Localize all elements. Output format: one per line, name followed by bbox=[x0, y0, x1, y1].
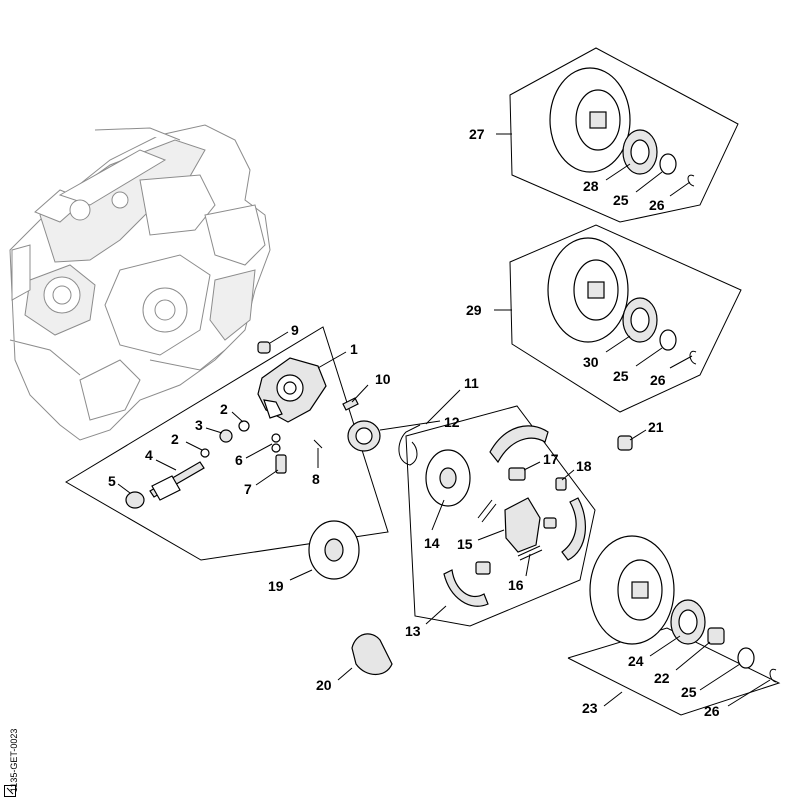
washer-14 bbox=[425, 449, 471, 507]
e-clip-26-mid bbox=[689, 350, 697, 365]
seal-2-upper bbox=[238, 420, 250, 432]
callout-11: 11 bbox=[464, 375, 479, 391]
washer-25-bottom bbox=[737, 647, 755, 669]
callout-28: 28 bbox=[583, 178, 599, 194]
part-17 bbox=[508, 467, 526, 481]
clutch-carrier-15 bbox=[504, 497, 541, 553]
callout-29: 29 bbox=[466, 302, 482, 318]
callout-25c: 25 bbox=[681, 684, 697, 700]
callout-1: 1 bbox=[350, 341, 358, 357]
washer-25-mid bbox=[659, 329, 677, 351]
callout-5: 5 bbox=[108, 473, 116, 489]
assembly-outline-sprocket-27 bbox=[509, 47, 739, 223]
leader-lines bbox=[117, 133, 771, 707]
spacer-12 bbox=[347, 420, 381, 452]
needle-cage-22 bbox=[707, 627, 725, 645]
o-ring-6a bbox=[271, 433, 281, 443]
callout-6: 6 bbox=[235, 452, 243, 468]
clutch-shoe-13-right bbox=[561, 497, 586, 561]
callout-25a: 25 bbox=[613, 192, 629, 208]
e-clip-26-top bbox=[687, 174, 695, 187]
callout-15: 15 bbox=[457, 536, 473, 552]
callout-19: 19 bbox=[268, 578, 284, 594]
spring-15b bbox=[477, 499, 497, 523]
spring-16 bbox=[517, 545, 543, 561]
clutch-shoe-13-bottom bbox=[443, 569, 489, 607]
doc-ref-box-icon bbox=[4, 785, 16, 797]
callout-23: 23 bbox=[582, 700, 598, 716]
o-ring-6b bbox=[271, 443, 281, 453]
spring-3 bbox=[219, 429, 233, 443]
bush-5 bbox=[125, 491, 145, 509]
callout-21: 21 bbox=[648, 419, 664, 435]
clutch-shoe-13-top bbox=[489, 425, 549, 464]
clutch-drum-27 bbox=[549, 67, 631, 173]
callout-10: 10 bbox=[375, 371, 391, 387]
callout-12: 12 bbox=[444, 414, 460, 430]
screw-10 bbox=[342, 397, 359, 411]
callout-24: 24 bbox=[628, 653, 644, 669]
clutch-drum-29 bbox=[547, 237, 629, 343]
callout-18: 18 bbox=[576, 458, 592, 474]
washer-25-top bbox=[659, 153, 677, 175]
callout-9: 9 bbox=[291, 322, 299, 338]
callout-27: 27 bbox=[469, 126, 485, 142]
callout-14: 14 bbox=[424, 535, 440, 551]
part-18 bbox=[555, 477, 567, 491]
callout-25b: 25 bbox=[613, 368, 629, 384]
callout-22: 22 bbox=[654, 670, 670, 686]
callout-17: 17 bbox=[543, 451, 559, 467]
e-clip-26-bottom bbox=[769, 668, 777, 683]
rim-sprocket-30 bbox=[622, 297, 658, 343]
callout-30: 30 bbox=[583, 354, 599, 370]
cover-20 bbox=[351, 633, 393, 676]
clutch-drum-23 bbox=[589, 535, 675, 645]
valve-7 bbox=[275, 454, 287, 474]
pin-8 bbox=[313, 439, 323, 449]
callout-26b: 26 bbox=[650, 372, 666, 388]
part-17-b bbox=[543, 517, 557, 529]
document-reference-code: 1135-GET-0023 bbox=[9, 728, 19, 792]
seal-2-lower bbox=[200, 448, 210, 458]
callout-2b: 2 bbox=[171, 431, 179, 447]
engine-housing-illustration bbox=[9, 124, 271, 441]
callout-4: 4 bbox=[145, 447, 153, 463]
callout-20: 20 bbox=[316, 677, 332, 693]
assembly-outline-oil-pump bbox=[65, 326, 389, 561]
assembly-outline-clutch bbox=[405, 405, 596, 627]
callout-26a: 26 bbox=[649, 197, 665, 213]
rim-sprocket-28 bbox=[622, 129, 658, 175]
callout-7: 7 bbox=[244, 481, 252, 497]
sleeve-21 bbox=[617, 435, 633, 451]
washer-19 bbox=[308, 520, 360, 580]
oil-pump-housing bbox=[257, 357, 327, 423]
assembly-outline-sprocket-29 bbox=[509, 224, 742, 413]
callout-13: 13 bbox=[405, 623, 421, 639]
callout-26c: 26 bbox=[704, 703, 720, 719]
rim-sprocket-24 bbox=[670, 599, 706, 645]
nut-9 bbox=[257, 341, 271, 354]
callout-16: 16 bbox=[508, 577, 524, 593]
callout-3: 3 bbox=[195, 417, 203, 433]
callout-8: 8 bbox=[312, 471, 320, 487]
part-17-c bbox=[475, 561, 491, 575]
spring-11 bbox=[398, 424, 421, 466]
callout-2a: 2 bbox=[220, 401, 228, 417]
assembly-outline-sprocket-23 bbox=[567, 627, 781, 716]
